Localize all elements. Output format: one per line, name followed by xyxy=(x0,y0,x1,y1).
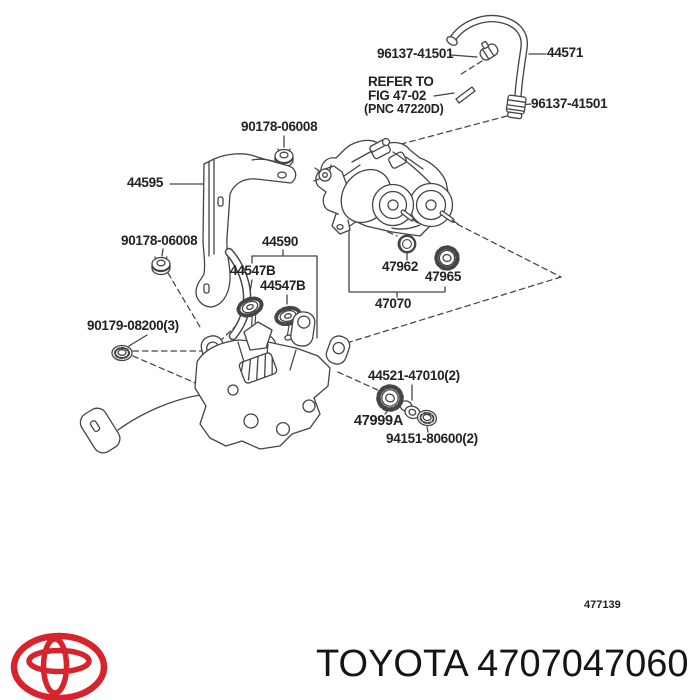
part-label-44547B-b: 44547B xyxy=(260,278,306,293)
part-label-44521-47010: 44521-47010(2) xyxy=(368,368,460,383)
part-label-94151-80600: 94151-80600(2) xyxy=(386,431,478,446)
grommet-47965-drawing xyxy=(434,245,460,271)
part-label-47962: 47962 xyxy=(382,259,419,274)
part-label-44595: 44595 xyxy=(127,175,164,190)
part-label-44571: 44571 xyxy=(547,45,584,60)
part-label-96137-41501-bottom: 96137-41501 xyxy=(531,96,608,111)
footer-part-title: TOYOTA 4707047060 xyxy=(316,643,689,685)
part-label-47070: 47070 xyxy=(375,296,412,311)
hose-stub-drawing xyxy=(455,86,476,104)
part-label-44590: 44590 xyxy=(262,234,299,249)
figure-number: 477139 xyxy=(584,599,621,611)
nut-90178-left-drawing xyxy=(151,256,171,276)
leader-lines xyxy=(128,53,547,433)
part-label-90178-06008-upper: 90178-06008 xyxy=(241,119,318,134)
part-label-90179-08200: 90179-08200(3) xyxy=(87,318,179,333)
grommet-47999a-drawing xyxy=(376,384,404,412)
bracket-44595-drawing xyxy=(195,153,297,341)
part-label-47965: 47965 xyxy=(425,269,462,284)
cushion-44547b-a-drawing xyxy=(236,296,264,333)
part-label-47999A: 47999A xyxy=(354,413,403,429)
part-label-96137-41501-top: 96137-41501 xyxy=(377,46,454,61)
nut-90179-drawing xyxy=(111,344,133,362)
toyota-logo-icon xyxy=(10,632,108,700)
refer-note-line3: (PNC 47220D) xyxy=(364,102,444,116)
pump-47070-drawing xyxy=(313,137,459,237)
refer-note-line2: FIG 47-02 xyxy=(368,88,427,103)
ring-47962-drawing xyxy=(397,234,417,254)
refer-note-line1: REFER TO xyxy=(368,74,434,89)
nut-94151-drawing xyxy=(416,409,438,427)
hose-clamp-top-drawing xyxy=(479,40,499,61)
part-label-44547B-a: 44547B xyxy=(230,263,276,278)
part-label-90178-06008-lower: 90178-06008 xyxy=(121,233,198,248)
tube-44571-drawing xyxy=(446,15,529,120)
bracket-44590-assembly-drawing xyxy=(79,311,351,454)
